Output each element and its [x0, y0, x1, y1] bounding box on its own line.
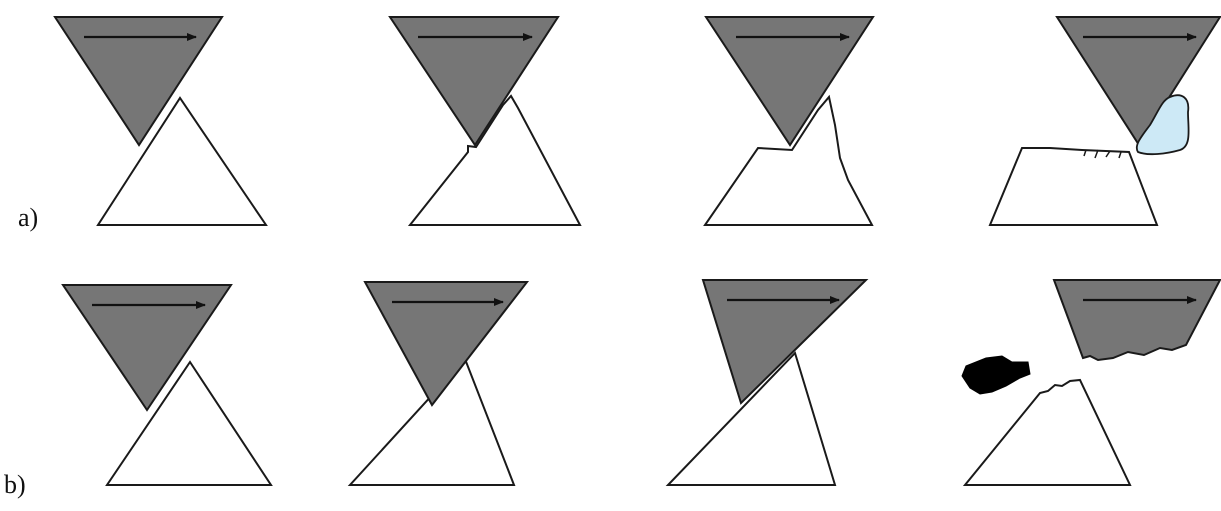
row-b-stage-2: [350, 282, 527, 485]
row-a-label: a): [18, 203, 38, 232]
tool-asperity: [365, 282, 527, 405]
row-b-stage-3: [668, 280, 866, 485]
wear-debris-particle: [962, 356, 1030, 394]
tool-asperity-worn: [1054, 280, 1220, 360]
row-a-stage-1: [55, 17, 266, 225]
row-a-stage-2: [390, 17, 580, 225]
row-a: a): [18, 17, 1220, 232]
workpiece-asperity: [965, 380, 1130, 485]
row-b: b): [4, 280, 1220, 499]
row-b-stage-1: [63, 285, 271, 485]
row-a-stage-3: [705, 17, 873, 225]
row-a-stage-4: [990, 17, 1220, 225]
row-b-label: b): [4, 470, 26, 499]
workpiece-asperity: [990, 148, 1157, 225]
row-b-stage-4: [962, 280, 1220, 485]
